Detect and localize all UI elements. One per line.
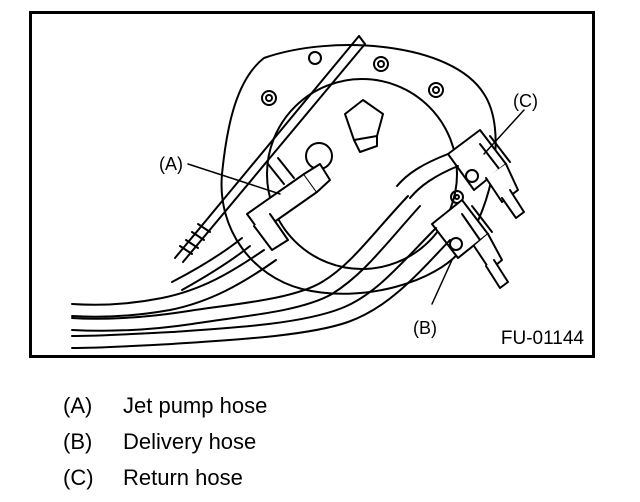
flange-plate — [220, 44, 497, 295]
leader-b — [431, 259, 453, 305]
fuel-lines — [71, 195, 451, 349]
legend-desc: Delivery hose — [123, 429, 257, 454]
legend-desc: Jet pump hose — [123, 393, 268, 418]
figure-code: FU-01144 — [500, 328, 584, 349]
callout-a: (A) — [159, 154, 183, 174]
guide-rod — [174, 35, 366, 263]
callout-c: (C) — [513, 91, 538, 111]
legend-desc: Return hose — [123, 465, 243, 490]
jet-pump-hose — [171, 157, 331, 291]
illustration-frame: (A) (C) (B) FU-01144 — [29, 11, 595, 358]
fuel-pump-line-drawing — [71, 35, 525, 349]
leader-c — [483, 109, 525, 155]
delivery-hose — [431, 199, 509, 289]
legend-key: (A) — [63, 393, 93, 418]
legend-key: (C) — [63, 465, 94, 490]
leader-lines — [187, 109, 525, 305]
electrical-connector — [344, 99, 384, 153]
legend-key: (B) — [63, 429, 93, 454]
mounting-bolts — [261, 51, 464, 204]
callout-b: (B) — [413, 318, 437, 338]
leader-a — [187, 163, 281, 195]
return-hose — [396, 129, 525, 219]
